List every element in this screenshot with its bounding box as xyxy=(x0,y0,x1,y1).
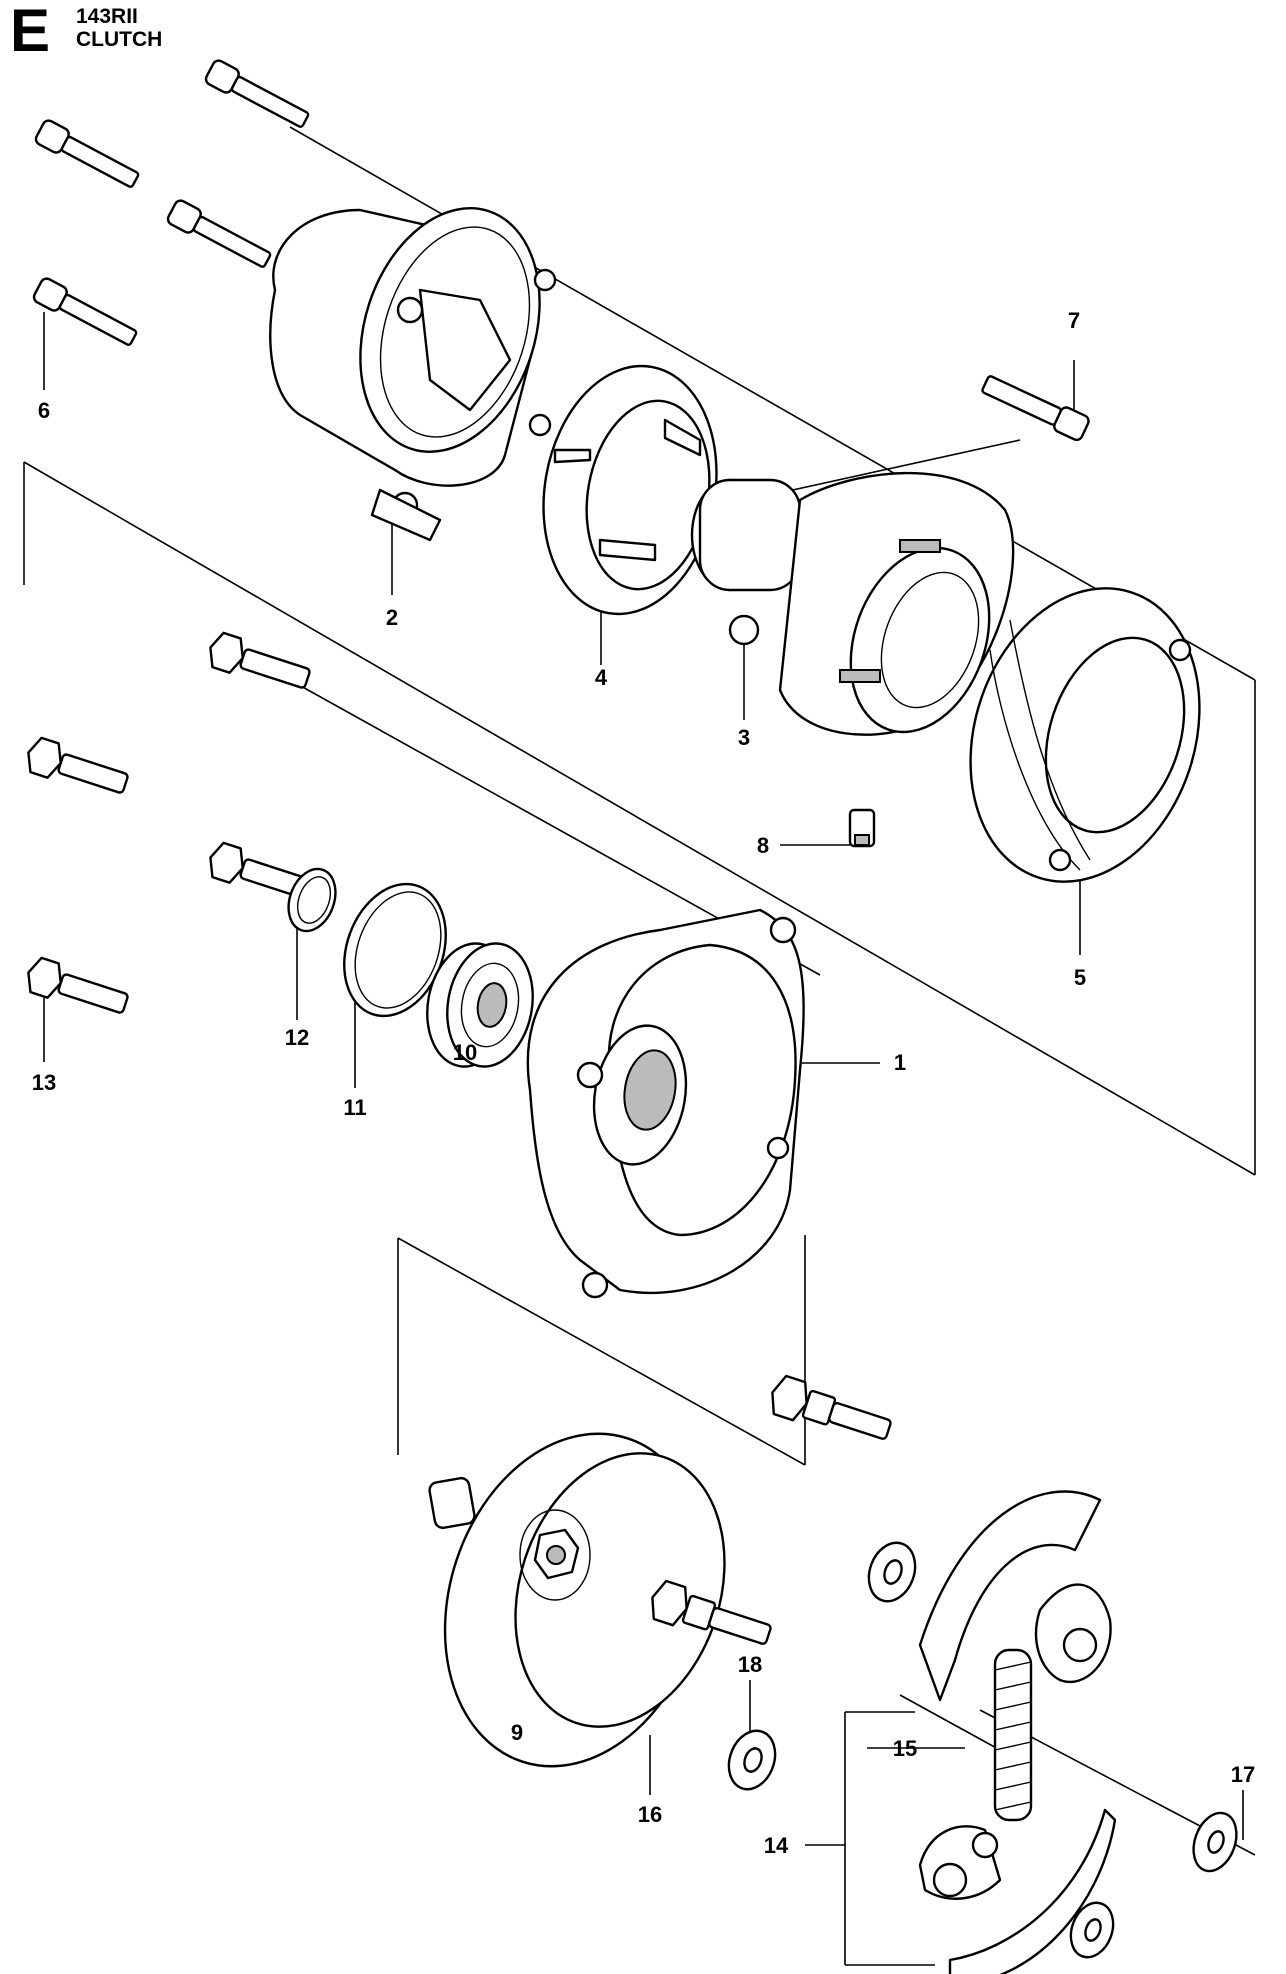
snap-ring-part-11 xyxy=(343,882,447,1018)
spring-part-15 xyxy=(993,1648,1033,1822)
circlip-part-12 xyxy=(287,867,337,933)
washer-part-17 xyxy=(1069,1811,1238,1959)
ring-part-4 xyxy=(542,364,718,616)
assembly-title: CLUTCH xyxy=(76,28,163,51)
leader-lines xyxy=(43,312,1244,1966)
callout-17: 17 xyxy=(1231,1762,1255,1787)
callout-4: 4 xyxy=(595,665,608,690)
ring-part-5 xyxy=(969,587,1201,883)
screw-8 xyxy=(848,808,876,848)
callout-1: 1 xyxy=(894,1050,906,1075)
shoulder-bolt-part-16 xyxy=(651,1374,892,1645)
callout-2: 2 xyxy=(386,605,398,630)
callout-9: 9 xyxy=(511,1720,523,1745)
callout-12: 12 xyxy=(285,1025,309,1050)
hub-part-3 xyxy=(690,471,1015,736)
clutch-cover-part-1 xyxy=(526,908,805,1299)
callout-5: 5 xyxy=(1074,965,1086,990)
callout-18: 18 xyxy=(738,1652,762,1677)
screw-6-group xyxy=(32,59,310,346)
callout-15: 15 xyxy=(893,1736,917,1761)
bearing-part-10 xyxy=(426,942,534,1068)
housing-part-2 xyxy=(269,207,557,542)
callout-8: 8 xyxy=(757,833,769,858)
callout-6: 6 xyxy=(38,398,50,423)
model-number: 143RII xyxy=(76,5,138,28)
callout-3: 3 xyxy=(738,725,750,750)
section-letter: E xyxy=(10,0,51,64)
callout-7: 7 xyxy=(1068,308,1080,333)
clutch-drum-part-9 xyxy=(428,1432,726,1768)
callout-labels: 1 2 3 4 5 6 7 8 9 10 11 12 13 14 15 16 1… xyxy=(32,308,1255,1858)
clutch-shoes-part-14 xyxy=(918,1490,1117,1974)
washer-part-18 xyxy=(727,1541,917,1791)
callout-14: 14 xyxy=(764,1833,789,1858)
callout-13: 13 xyxy=(32,1070,56,1095)
callout-11: 11 xyxy=(343,1095,366,1120)
bolts-13-group xyxy=(27,631,311,1014)
screw-7 xyxy=(981,375,1090,442)
callout-10: 10 xyxy=(453,1040,477,1065)
callout-16: 16 xyxy=(638,1802,662,1827)
